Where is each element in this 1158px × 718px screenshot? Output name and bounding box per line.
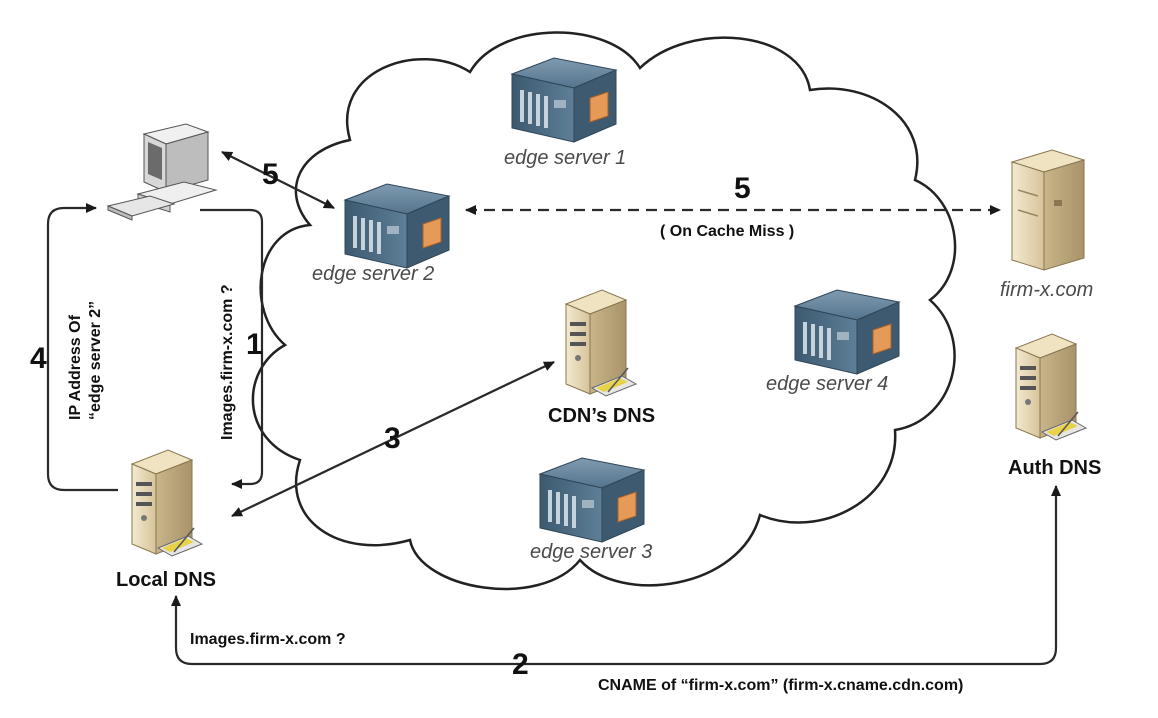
ip-address-line1: IP Address Of xyxy=(67,314,84,420)
edge-server-1-icon xyxy=(511,57,617,143)
query-bottom-annotation: Images.firm-x.com ? xyxy=(190,631,346,648)
step4-reply-arrow xyxy=(46,203,118,492)
cdn-dns-label: CDN’s DNS xyxy=(548,405,655,427)
client-computer-icon xyxy=(106,123,218,221)
cache-miss-annotation: ( On Cache Miss ) xyxy=(660,223,794,240)
step-2-number: 2 xyxy=(512,648,529,681)
step-5-origin-number: 5 xyxy=(734,172,751,205)
edge-server-3-icon xyxy=(539,457,645,543)
cdn-dns-server-icon xyxy=(565,289,637,397)
auth-dns-label: Auth DNS xyxy=(1008,457,1101,479)
edge-server-2-label: edge server 2 xyxy=(312,263,434,285)
edge-server-1-label: edge server 1 xyxy=(504,147,626,169)
origin-label: firm-x.com xyxy=(1000,279,1093,301)
step-3-number: 3 xyxy=(384,422,401,455)
edge-server-4-icon xyxy=(794,289,900,375)
edge-server-4-label: edge server 4 xyxy=(766,373,888,395)
edge-server-3-label: edge server 3 xyxy=(530,541,652,563)
auth-dns-server-icon xyxy=(1015,333,1087,441)
step2-cname-arrow xyxy=(171,485,1061,666)
query-vertical-annotation: Images.firm-x.com ? xyxy=(219,284,236,440)
step5-client-edge-arrow xyxy=(221,151,335,209)
step-4-number: 4 xyxy=(30,342,47,375)
step-1-number: 1 xyxy=(246,328,263,361)
origin-server-icon xyxy=(1010,149,1086,271)
step-5-client-number: 5 xyxy=(262,158,279,191)
cname-annotation: CNAME of “firm-x.com” (firm-x.cname.cdn.… xyxy=(598,677,963,694)
edge-server-2-icon xyxy=(344,183,450,269)
ip-address-line2: “edge server 2” xyxy=(87,301,104,420)
local-dns-label: Local DNS xyxy=(116,569,216,591)
local-dns-server-icon xyxy=(131,449,203,557)
